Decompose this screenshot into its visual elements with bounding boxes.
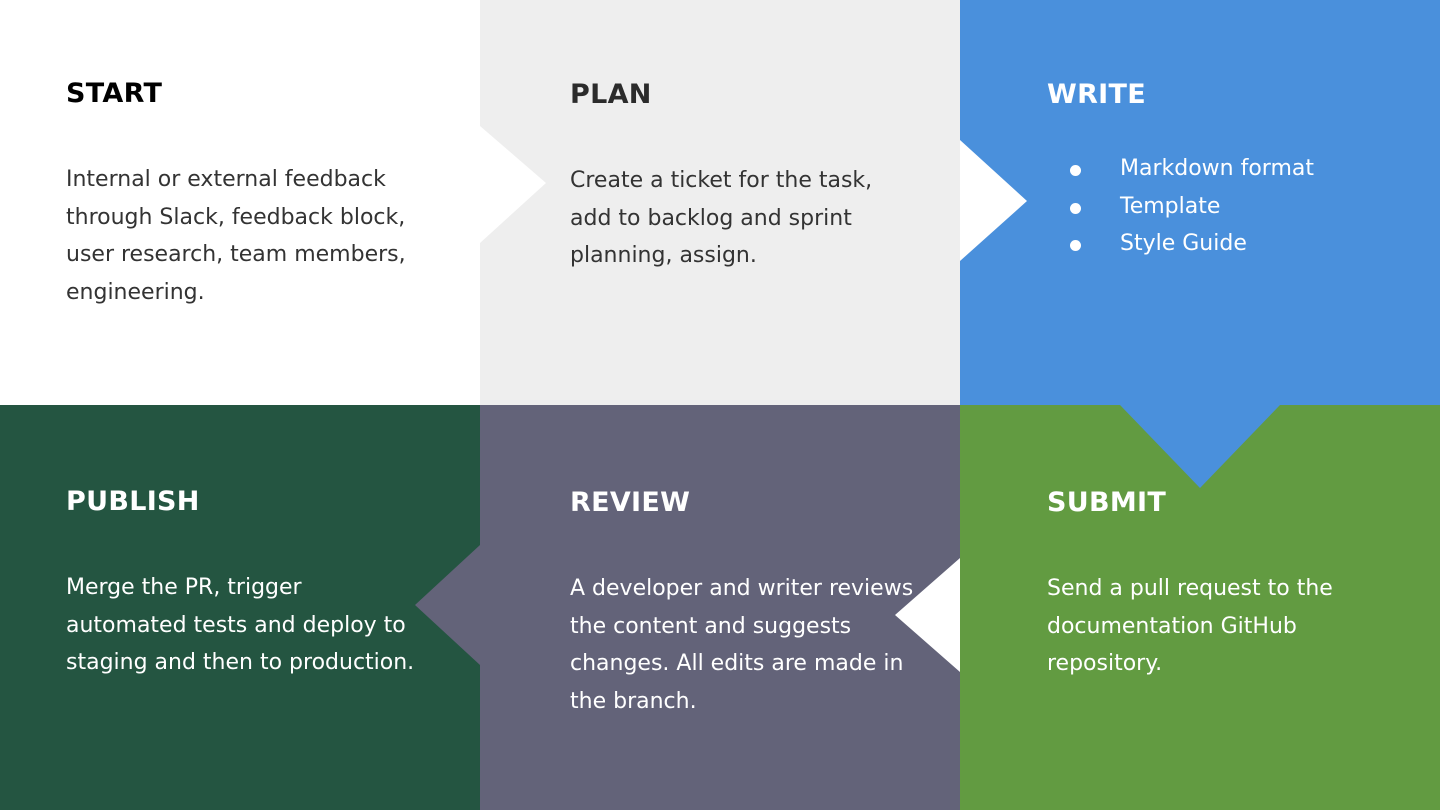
review-title: REVIEW bbox=[570, 487, 691, 518]
write-bullet-item: Template bbox=[1048, 188, 1428, 226]
plan-panel bbox=[480, 0, 960, 405]
start-title: START bbox=[66, 78, 163, 109]
write-bullet-text: Markdown format bbox=[1120, 156, 1315, 181]
write-bullet-text: Template bbox=[1120, 193, 1221, 219]
bullet-dot-icon bbox=[1070, 240, 1081, 251]
review-description: A developer and writer reviews the conte… bbox=[570, 576, 914, 714]
plan-description: Create a ticket for the task, add to bac… bbox=[570, 168, 873, 269]
bullet-dot-icon bbox=[1070, 202, 1081, 214]
review-panel bbox=[415, 405, 960, 810]
publish-title: PUBLISH bbox=[66, 486, 200, 517]
write-bullet-item: Style Guide bbox=[1048, 225, 1428, 263]
write-bullet-text: Style Guide bbox=[1120, 231, 1247, 256]
write-to-submit-arrow bbox=[1120, 405, 1280, 488]
write-bullet-item: Markdown format bbox=[1048, 150, 1428, 188]
publish-description: Merge the PR, trigger automated tests an… bbox=[66, 575, 415, 676]
submit-description: Send a pull request to the documentation… bbox=[1047, 576, 1333, 677]
write-panel bbox=[960, 0, 1440, 405]
submit-title: SUBMIT bbox=[1047, 487, 1167, 518]
start-description: Internal or external feedback through Sl… bbox=[66, 167, 406, 305]
start-panel bbox=[0, 0, 480, 405]
publish-panel bbox=[0, 405, 480, 810]
bullet-dot-icon bbox=[1070, 165, 1081, 176]
write-title: WRITE bbox=[1047, 79, 1146, 110]
write-bullet-list: Markdown format Template Style Guide bbox=[1048, 150, 1428, 263]
plan-title: PLAN bbox=[570, 79, 652, 110]
